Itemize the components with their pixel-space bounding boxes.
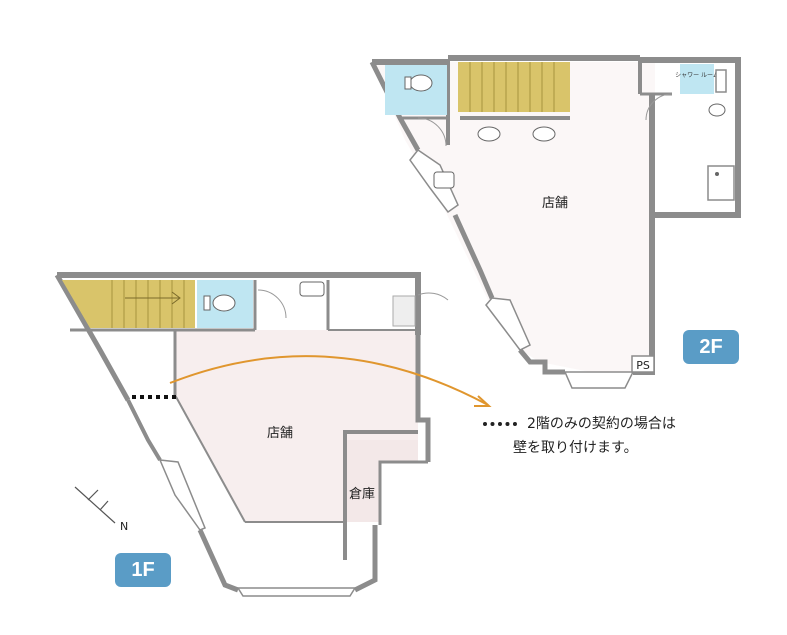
sink-icon	[433, 171, 455, 189]
floor-2-shop-label: 店舗	[542, 196, 568, 211]
fixture	[715, 69, 727, 93]
stair-steps	[469, 62, 555, 112]
shower-room	[680, 64, 714, 94]
wall	[174, 394, 246, 523]
wall	[640, 57, 741, 218]
toilet-icon	[212, 294, 236, 312]
window	[158, 459, 206, 531]
floor-1-area	[175, 330, 418, 522]
wall	[54, 273, 131, 402]
wall	[197, 528, 239, 593]
storage-wall	[343, 430, 418, 560]
shower-room-label: シャワー ルーム	[675, 72, 719, 79]
wall	[57, 272, 421, 335]
sink-icon	[299, 281, 325, 297]
toilet-tank-icon	[404, 76, 412, 90]
north-label: N	[120, 520, 128, 533]
storage-wall	[378, 460, 428, 525]
staircase	[458, 62, 570, 112]
floor-connection-arrow	[169, 355, 489, 406]
sink-icon	[477, 126, 501, 142]
floor-1-shop-label: 店舗	[267, 426, 293, 441]
note-line-2: 壁を取り付けます。	[513, 440, 638, 456]
ps-label: PS	[636, 359, 650, 372]
floor-1-badge: 1F	[115, 553, 171, 587]
bay-window	[563, 371, 635, 389]
door-swing	[257, 289, 287, 319]
door-swing	[645, 93, 673, 121]
wall	[415, 335, 431, 462]
floor-2-area	[372, 60, 738, 372]
floor-2-badge: 2F	[683, 330, 739, 364]
wall	[518, 348, 565, 375]
basin-icon	[708, 103, 726, 117]
toilet-icon	[409, 74, 433, 92]
wall	[353, 525, 378, 593]
wall	[452, 213, 495, 299]
floor-2-plan: シャワー ルーム PS 店舗	[369, 55, 741, 389]
wall	[126, 399, 162, 462]
dotted-line-legend-icon	[483, 422, 517, 426]
contract-note: 2階のみの契約の場合は 壁を取り付けます。	[483, 412, 676, 460]
ps-box	[631, 355, 655, 373]
faucet-icon	[715, 172, 719, 176]
compass-north-icon: N	[74, 486, 128, 533]
stair-steps	[111, 280, 185, 328]
note-line-1: 2階のみの契約の場合は	[527, 416, 676, 432]
toilet-tank-icon	[203, 295, 211, 311]
arrow-head-icon	[474, 395, 492, 407]
equipment	[392, 295, 416, 327]
door-swing	[417, 117, 447, 147]
stair-arrow-icon	[125, 291, 181, 305]
window	[236, 587, 357, 597]
door-swing	[417, 292, 449, 301]
sink-icon	[532, 126, 556, 142]
window	[485, 297, 531, 351]
storage-label: 倉庫	[349, 487, 375, 502]
staircase	[62, 280, 195, 328]
counter	[707, 165, 735, 201]
floor-1-plan: 店舗 倉庫 N	[54, 272, 492, 597]
